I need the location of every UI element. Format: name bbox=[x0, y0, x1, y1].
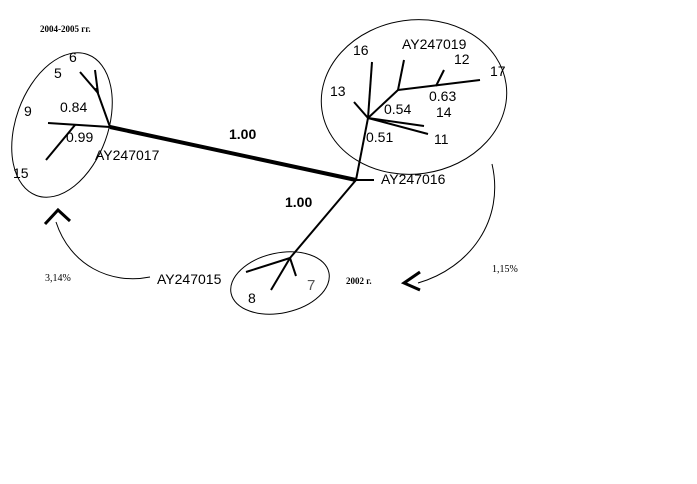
branch-bottom-8 bbox=[270, 257, 291, 291]
percent-label-left: 3,14% bbox=[45, 273, 71, 284]
support-value-main-bottom: 1.00 bbox=[285, 194, 312, 210]
branch-right-14 bbox=[367, 117, 425, 127]
leaf-label-17: 17 bbox=[490, 63, 506, 79]
bottom-cluster-label: 2002 г. bbox=[346, 276, 372, 286]
right-arrow-head-icon bbox=[400, 270, 421, 292]
branch-right-13 bbox=[353, 101, 369, 119]
node-label-ay247017: AY247017 bbox=[95, 147, 160, 163]
support-value-099: 0.99 bbox=[66, 129, 93, 145]
right-cluster-ellipse bbox=[320, 19, 508, 175]
main-branch-top bbox=[109, 125, 357, 182]
leaf-label-15: 15 bbox=[13, 165, 29, 181]
left-cluster-ellipse bbox=[11, 52, 113, 198]
left-cluster-label: 2004-2005 гг. bbox=[40, 24, 91, 34]
node-label-ay247015: AY247015 bbox=[157, 271, 222, 287]
branch-right-12 bbox=[435, 69, 445, 87]
leaf-label-9: 9 bbox=[24, 103, 32, 119]
branch-left-15 bbox=[45, 124, 76, 161]
percent-label-right: 1,15% bbox=[492, 264, 518, 275]
support-value-051: 0.51 bbox=[366, 129, 393, 145]
node-label-ay247019: AY247019 bbox=[402, 36, 467, 52]
node-label-ay247016: AY247016 bbox=[381, 171, 446, 187]
leaf-label-6: 6 bbox=[69, 49, 77, 65]
support-value-main-top: 1.00 bbox=[229, 126, 256, 142]
leaf-label-11: 11 bbox=[434, 131, 449, 147]
leaf-label-5: 5 bbox=[54, 65, 62, 81]
leaf-label-7: 7 bbox=[307, 277, 315, 294]
leaf-label-16: 16 bbox=[353, 42, 369, 58]
main-branch-right-up bbox=[355, 117, 369, 181]
bottom-cluster-ellipse bbox=[230, 251, 330, 315]
branch-right-1217 bbox=[397, 79, 481, 91]
branch-left-6 bbox=[95, 87, 111, 128]
branch-left-5 bbox=[79, 71, 99, 94]
leaf-label-12: 12 bbox=[454, 51, 470, 67]
branch-right-11 bbox=[367, 117, 429, 135]
leaf-label-14: 14 bbox=[436, 104, 452, 120]
main-branch-bottom bbox=[289, 179, 357, 259]
support-value-084: 0.84 bbox=[60, 99, 87, 115]
leaf-label-8: 8 bbox=[248, 290, 256, 306]
branch-bottom-ay247015 bbox=[245, 257, 291, 273]
support-value-063: 0.63 bbox=[429, 88, 456, 104]
branch-right-16 bbox=[367, 61, 373, 119]
leaf-label-13: 13 bbox=[330, 83, 346, 99]
left-curved-arrow bbox=[55, 221, 151, 280]
branch-bottom-7 bbox=[289, 257, 297, 277]
branch-left-9 bbox=[47, 122, 111, 128]
support-value-054: 0.54 bbox=[384, 101, 411, 117]
branch-right-mid bbox=[367, 89, 399, 119]
left-arrow-head-icon bbox=[43, 207, 72, 226]
right-curved-arrow bbox=[417, 163, 496, 284]
branch-right-ay247019 bbox=[397, 59, 405, 91]
branch-left-6b bbox=[94, 69, 99, 94]
